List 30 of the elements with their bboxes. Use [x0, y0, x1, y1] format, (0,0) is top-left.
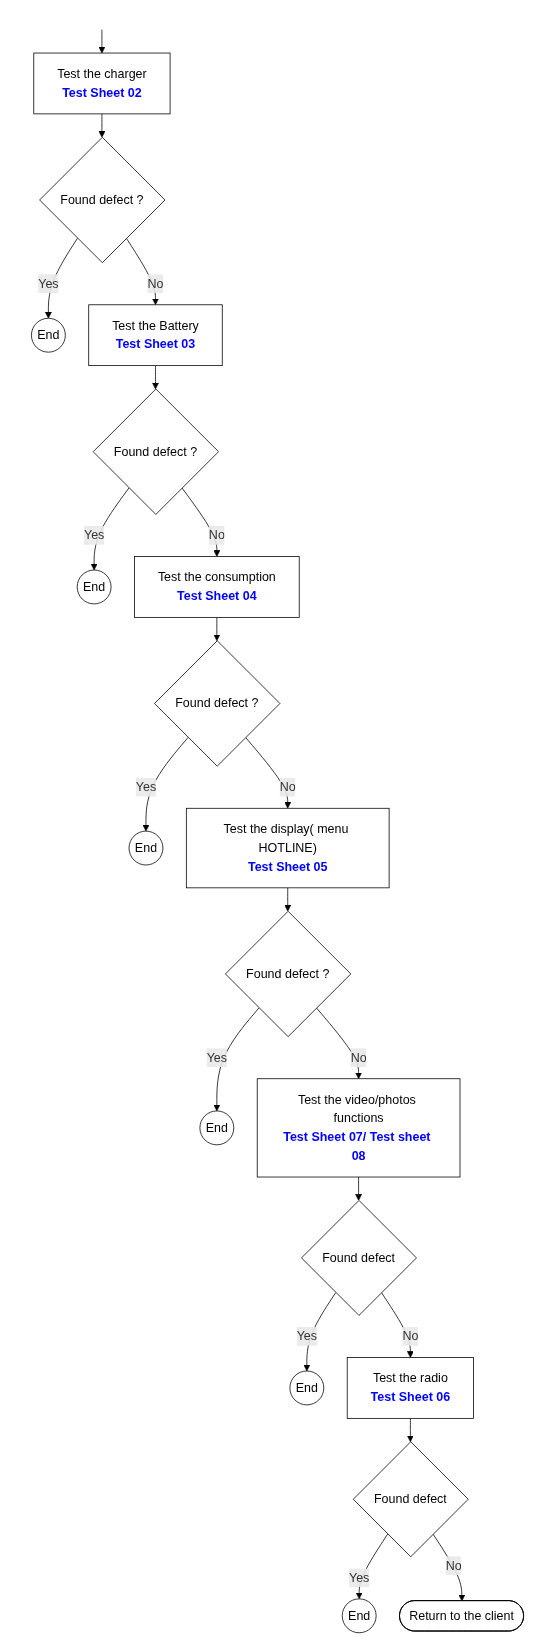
edge-label: Yes	[135, 780, 157, 794]
node-diamond: Found defect ?	[154, 640, 281, 767]
node-box: Test the display( menu HOTLINE) Test Sheet 05	[185, 807, 390, 889]
edge-label: Yes	[83, 528, 105, 542]
edge-label: No	[445, 1558, 462, 1572]
node-box: Test the charger Test Sheet 02	[33, 52, 171, 115]
node-box: Test the video/photos functions Test Sheet 07/ Test sheet 08	[256, 1078, 461, 1178]
node-box: Test the Battery Test Sheet 03	[88, 304, 223, 366]
node-circle: End	[289, 1370, 325, 1406]
edge-label: No	[208, 528, 225, 542]
node-circle: End	[199, 1110, 235, 1146]
edge-label: No	[350, 1050, 367, 1064]
edge-label: Yes	[296, 1329, 318, 1343]
edge-label: No	[147, 276, 164, 290]
node-diamond: Found defect ?	[225, 910, 352, 1037]
node-circle: End	[128, 830, 164, 866]
node-diamond: Found defect ?	[92, 388, 219, 515]
node-box: Test the consumption Test Sheet 04	[134, 556, 300, 618]
edge-label: No	[402, 1329, 419, 1343]
edge-label: Yes	[38, 276, 59, 290]
node-box: Test the radio Test Sheet 06	[346, 1357, 474, 1419]
edge-label: No	[279, 780, 296, 794]
node-circle: End	[31, 317, 66, 353]
node-diamond: Found defect	[352, 1441, 469, 1558]
edge-label: Yes	[349, 1570, 370, 1585]
node-circle: End	[76, 569, 112, 605]
node-diamond: Found defect	[301, 1200, 417, 1316]
edge-label: Yes	[206, 1050, 228, 1064]
node-diamond: Found defect ?	[39, 136, 166, 264]
node-circle: End	[341, 1598, 377, 1634]
